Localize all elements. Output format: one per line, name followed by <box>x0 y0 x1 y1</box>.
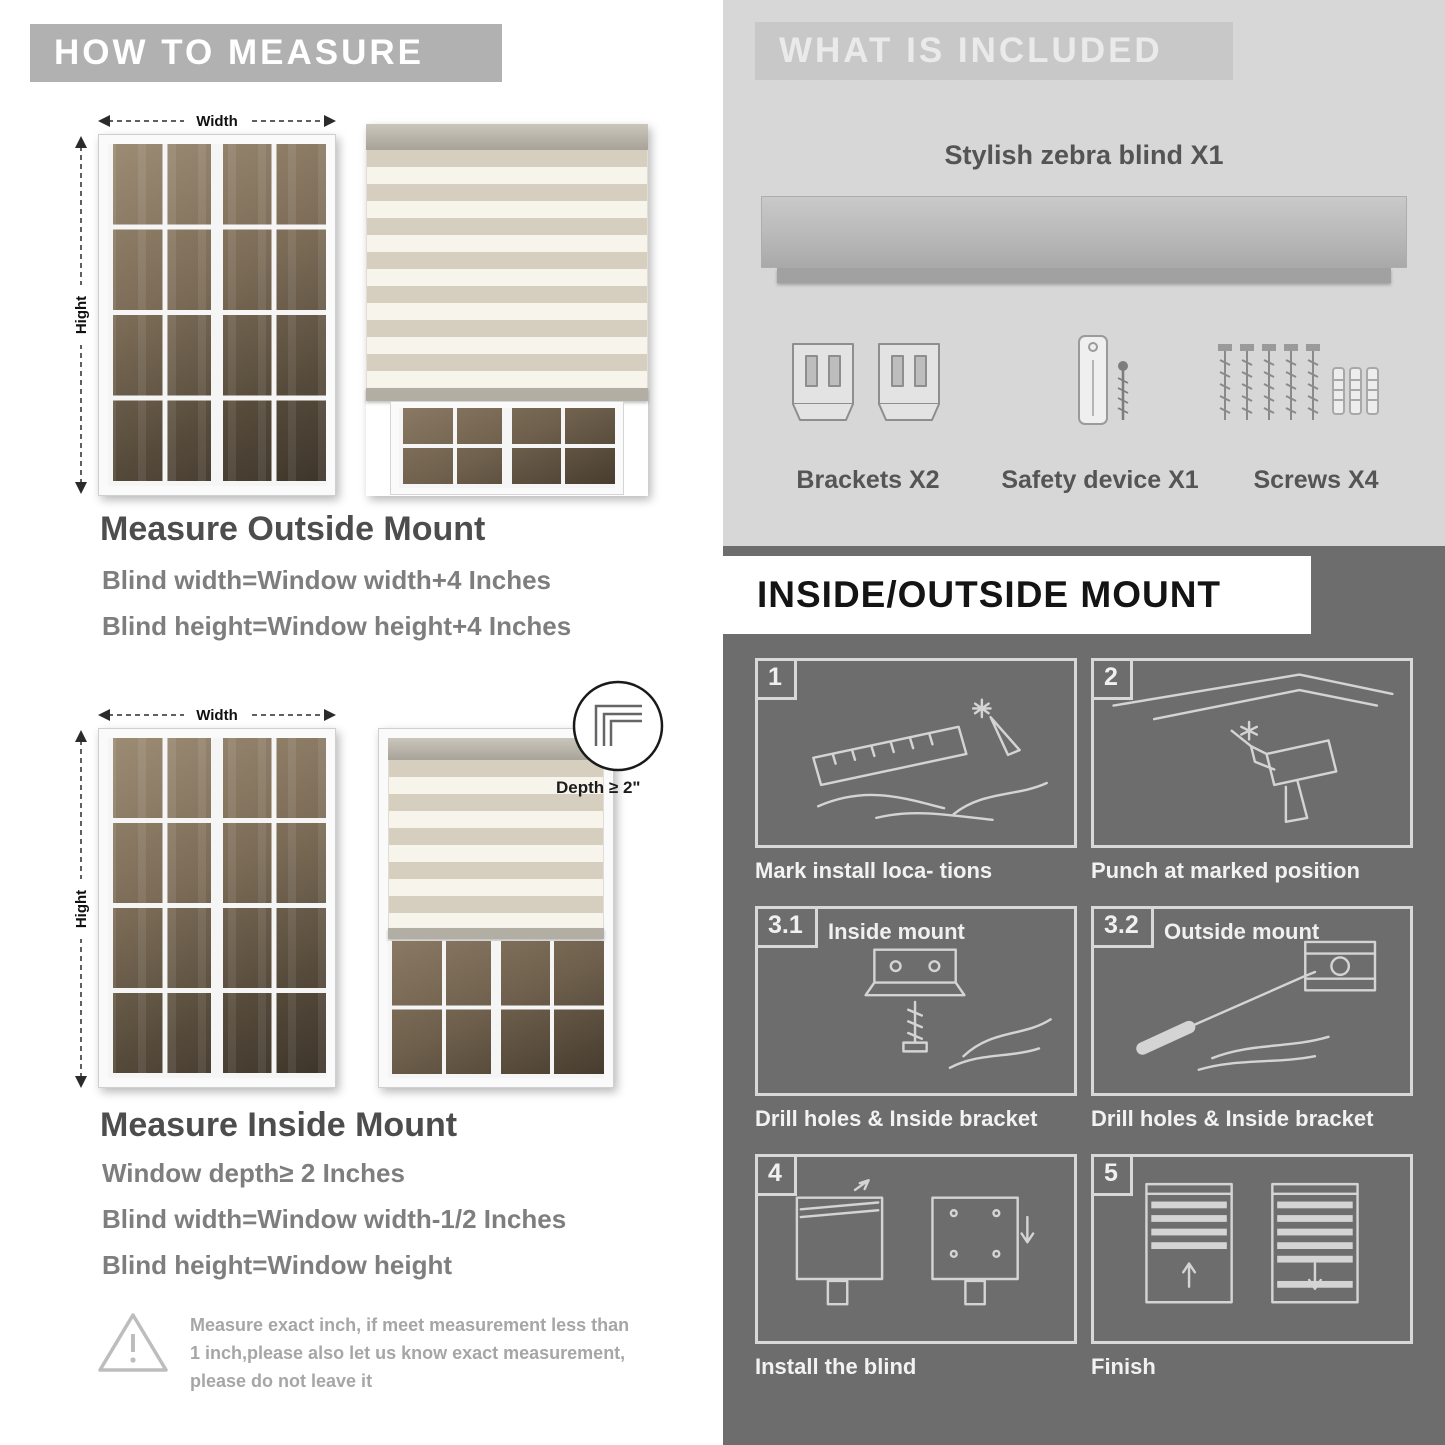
step-inner-label: Inside mount <box>828 919 965 944</box>
zebra-blind-outside-illustration <box>366 124 648 496</box>
mount-title: INSIDE/OUTSIDE MOUNT <box>757 574 1222 615</box>
outside-mount-line: Blind height=Window height+4 Inches <box>102 611 572 641</box>
inside-bracket-illustration <box>864 948 1052 1070</box>
blind-cassette <box>366 124 648 150</box>
mount-instructions-panel: INSIDE/OUTSIDE MOUNT 1 Mark install loca… <box>723 546 1445 1445</box>
safety-device-icon <box>1078 335 1129 425</box>
brackets-icon <box>792 343 940 421</box>
blind-item-label: Stylish zebra blind X1 <box>944 140 1224 170</box>
safety-device-label: Safety device X1 <box>1001 466 1199 494</box>
step-number: 3.1 <box>758 909 818 948</box>
blind-rail-illustration <box>761 196 1407 268</box>
step-card-4: 4 <box>755 1154 1077 1344</box>
measure-warning: Measure exact inch, if meet measurement … <box>96 1308 640 1396</box>
drill-illustration <box>1112 673 1394 823</box>
window-glass <box>399 408 615 488</box>
how-to-measure-banner: HOW TO MEASURE <box>30 24 502 82</box>
step-card-5: 5 <box>1091 1154 1413 1344</box>
blind-rail-lip <box>777 268 1391 283</box>
inside-mount-line: Window depth≥ 2 Inches <box>102 1158 405 1188</box>
mount-banner: INSIDE/OUTSIDE MOUNT <box>723 556 1311 634</box>
height-arrow: Hight <box>70 136 92 494</box>
window-glass <box>108 738 326 1078</box>
mark-locations-illustration <box>812 698 1048 822</box>
step-caption-3-1: Drill holes & Inside bracket <box>755 1106 1038 1131</box>
warning-triangle-icon <box>98 1313 168 1372</box>
window-illustration <box>98 134 336 496</box>
outside-mount-figure: Width Hight <box>70 100 670 500</box>
step-number: 4 <box>758 1157 797 1196</box>
brackets-label: Brackets X2 <box>796 466 940 494</box>
step-card-2: 2 <box>1091 658 1413 848</box>
inside-mount-title: Measure Inside Mount <box>100 1106 458 1144</box>
what-is-included-banner: WHAT IS INCLUDED <box>755 22 1233 80</box>
blind-cassette <box>388 738 604 760</box>
step-caption-3-2: Drill holes & Inside bracket <box>1091 1106 1374 1131</box>
step-number: 2 <box>1094 661 1133 700</box>
window-under-blind <box>390 401 624 495</box>
what-is-included-panel: WHAT IS INCLUDED Stylish zebra blind X1 <box>723 0 1445 546</box>
step-card-3-2: 3.2 Outside mount <box>1091 906 1413 1096</box>
step-caption-1: Mark install loca- tions <box>755 858 993 883</box>
screws-label: Screws X4 <box>1253 466 1379 494</box>
width-arrow: Width <box>98 704 336 726</box>
outside-mount-title: Measure Outside Mount <box>100 510 486 548</box>
install-blind-illustration <box>795 1179 1035 1306</box>
blind-bottom-rail <box>388 928 604 939</box>
zebra-blind-inside-illustration <box>378 728 614 1088</box>
width-label: Width <box>196 707 238 724</box>
finish-illustration <box>1145 1182 1359 1304</box>
width-label: Width <box>196 113 238 130</box>
window-glass <box>108 144 326 486</box>
inside-mount-figure: Width Hight Depth ≥ 2" <box>70 680 680 1105</box>
step-caption-4: Install the blind <box>755 1354 917 1379</box>
window-illustration <box>98 728 336 1088</box>
step-card-1: 1 <box>755 658 1077 848</box>
step-number: 3.2 <box>1094 909 1154 948</box>
height-arrow: Hight <box>70 730 92 1088</box>
height-label: Hight <box>73 296 90 334</box>
blind-stripes <box>388 760 604 928</box>
step-number: 5 <box>1094 1157 1133 1196</box>
height-label: Hight <box>73 890 90 928</box>
step-card-3-1: 3.1 Inside mount <box>755 906 1077 1096</box>
screws-icon <box>1218 344 1379 420</box>
outside-bracket-illustration <box>1136 940 1377 1071</box>
step-caption-5: Finish <box>1091 1354 1156 1379</box>
warning-text: Measure exact inch, if meet measurement … <box>190 1315 630 1391</box>
depth-callout-icon <box>572 680 664 772</box>
step-caption-2: Punch at marked position <box>1091 858 1360 883</box>
how-to-measure-title: HOW TO MEASURE <box>54 33 424 72</box>
step-number: 1 <box>758 661 797 700</box>
step-inner-label: Outside mount <box>1164 919 1320 944</box>
inside-mount-line: Blind width=Window width-1/2 Inches <box>102 1204 567 1234</box>
width-arrow: Width <box>98 110 336 132</box>
blind-stripes <box>366 150 648 388</box>
depth-label: Depth ≥ 2" <box>556 778 641 797</box>
outside-mount-line: Blind width=Window width+4 Inches <box>102 565 551 595</box>
inside-mount-line: Blind height=Window height <box>102 1250 452 1280</box>
what-is-included-title: WHAT IS INCLUDED <box>779 31 1163 70</box>
window-glass <box>388 941 604 1078</box>
blind-bottom-rail <box>366 388 648 401</box>
